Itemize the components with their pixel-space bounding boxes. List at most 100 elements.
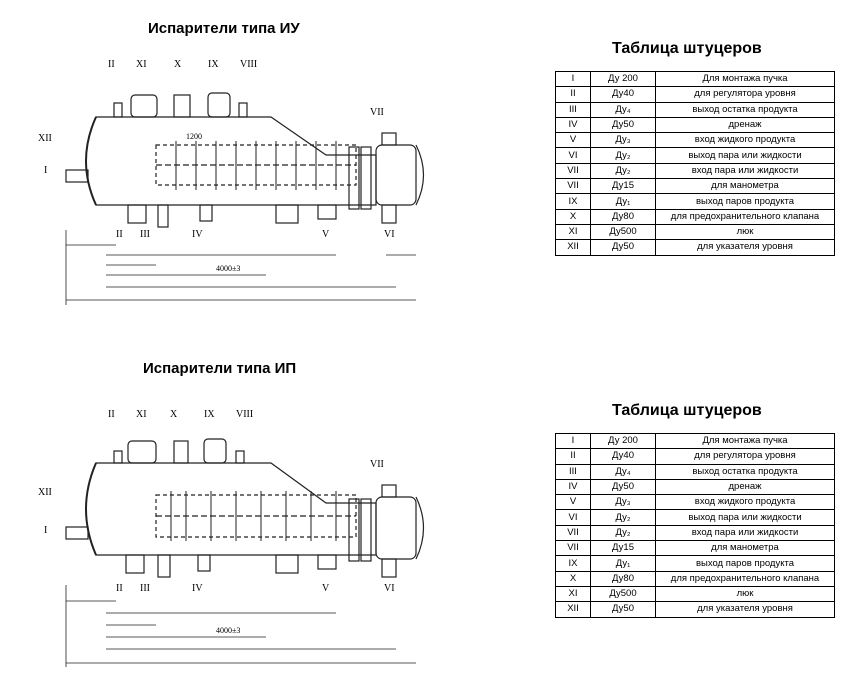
- nozzle-purpose: дренаж: [655, 478, 835, 496]
- nozzle-number: I: [555, 70, 591, 88]
- label-top-viii-ip: VIII: [236, 409, 253, 420]
- table-title-iu: Таблица штуцеров: [612, 40, 762, 57]
- nozzle-purpose: вход жидкого продукта: [655, 494, 835, 511]
- nozzle-diameter: Ду₃: [590, 494, 656, 511]
- label-top-viii: VIII: [240, 59, 257, 70]
- nozzle-diameter: Ду₂: [590, 162, 656, 180]
- nozzle-diameter: Ду₂: [590, 509, 656, 526]
- table-title-ip: Таблица штуцеров: [612, 402, 762, 419]
- evaporator-drawing-ip-svg: II XI X IX VIII XII I VII II III IV V VI…: [38, 409, 425, 667]
- nozzle-number: V: [555, 132, 591, 149]
- nozzle-diameter: Ду80: [590, 570, 656, 587]
- nozzle-purpose: для указателя уровня: [655, 601, 835, 618]
- label-dim-1200: 1200: [186, 132, 202, 141]
- evaporator-drawing-iu-svg: II XI X IX VIII XII I VII II III IV V VI…: [38, 59, 425, 305]
- label-bottom-ii: II: [116, 229, 123, 240]
- nozzle-purpose: дренаж: [655, 116, 835, 134]
- nozzle-diameter: Ду₁: [590, 193, 656, 210]
- nozzle-diameter: Ду₄: [590, 463, 656, 480]
- nozzle-diameter: Ду15: [590, 540, 656, 557]
- nozzle-diameter: Ду80: [590, 208, 656, 225]
- nozzle-number: IX: [555, 555, 591, 572]
- label-right-vii-ip: VII: [370, 459, 384, 470]
- nozzle-purpose: вход пара или жидкости: [655, 524, 835, 542]
- label-dim-4000-ip: 4000±3: [216, 626, 240, 635]
- nozzle-purpose: для предохранительного клапана: [655, 208, 835, 225]
- label-top-x: X: [174, 59, 182, 70]
- nozzle-diameter: Ду50: [590, 116, 656, 134]
- nozzle-diameter: Ду50: [590, 601, 656, 618]
- nozzle-number: XI: [555, 585, 591, 603]
- label-top-ii: II: [108, 59, 115, 70]
- evaporator-drawing-iu: II XI X IX VIII XII I VII II III IV V VI…: [36, 55, 456, 320]
- nozzle-purpose: для регулятора уровня: [655, 86, 835, 103]
- nozzle-purpose: выход пара или жидкости: [655, 509, 835, 526]
- nozzle-purpose: выход пара или жидкости: [655, 147, 835, 164]
- label-left-i-ip: I: [44, 525, 47, 536]
- section-title-iu: Испарители типа ИУ: [148, 20, 300, 37]
- nozzle-number: III: [555, 101, 591, 118]
- nozzle-diameter: Ду15: [590, 178, 656, 195]
- nozzle-purpose: для манометра: [655, 178, 835, 195]
- nozzle-number: V: [555, 494, 591, 511]
- label-top-xi: XI: [136, 59, 147, 70]
- label-top-ix: IX: [208, 59, 219, 70]
- label-bottom-v-ip: V: [322, 583, 330, 594]
- nozzle-diameter: Ду500: [590, 223, 656, 241]
- label-bottom-vi: VI: [384, 229, 395, 240]
- nozzle-number: XII: [555, 239, 591, 256]
- nozzle-diameter: Ду40: [590, 86, 656, 103]
- label-bottom-iv: IV: [192, 229, 203, 240]
- nozzle-purpose: для регулятора уровня: [655, 448, 835, 465]
- label-bottom-iv-ip: IV: [192, 583, 203, 594]
- label-top-ii-ip: II: [108, 409, 115, 420]
- nozzle-number: IX: [555, 193, 591, 210]
- nozzle-diameter: Ду₂: [590, 524, 656, 542]
- nozzle-purpose: для манометра: [655, 540, 835, 557]
- nozzle-number: X: [555, 570, 591, 587]
- label-bottom-ii-ip: II: [116, 583, 123, 594]
- nozzle-number: XII: [555, 601, 591, 618]
- nozzle-number: I: [555, 432, 591, 450]
- nozzle-purpose: для указателя уровня: [655, 239, 835, 256]
- nozzle-diameter: Ду 200: [590, 432, 656, 450]
- nozzle-number: III: [555, 463, 591, 480]
- label-bottom-vi-ip: VI: [384, 583, 395, 594]
- nozzle-diameter: Ду₁: [590, 555, 656, 572]
- nozzle-diameter: Ду500: [590, 585, 656, 603]
- nozzle-purpose: Для монтажа пучка: [655, 70, 835, 88]
- nozzle-purpose: Для монтажа пучка: [655, 432, 835, 450]
- label-left-i: I: [44, 165, 47, 176]
- nozzle-number: II: [555, 448, 591, 465]
- label-top-ix-ip: IX: [204, 409, 215, 420]
- nozzle-number: VII: [555, 162, 591, 180]
- nozzle-purpose: люк: [655, 223, 835, 241]
- label-bottom-iii: III: [140, 229, 150, 240]
- nozzle-number: IV: [555, 478, 591, 496]
- label-top-xi-ip: XI: [136, 409, 147, 420]
- label-left-xii-ip: XII: [38, 487, 52, 498]
- nozzle-diameter: Ду₄: [590, 101, 656, 118]
- nozzle-number: VI: [555, 509, 591, 526]
- nozzle-number: VII: [555, 178, 591, 195]
- nozzle-number: II: [555, 86, 591, 103]
- label-top-x-ip: X: [170, 409, 178, 420]
- nozzle-diameter: Ду₂: [590, 147, 656, 164]
- nozzle-diameter: Ду40: [590, 448, 656, 465]
- nozzle-number: XI: [555, 223, 591, 241]
